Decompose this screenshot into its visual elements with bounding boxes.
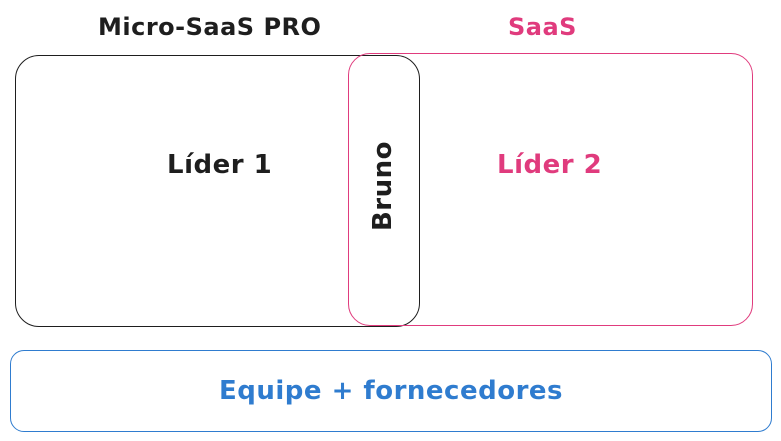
lider-1-label: Líder 1 — [167, 150, 273, 180]
micro-saas-pro-title: Micro-SaaS PRO — [98, 13, 322, 41]
lider-2-label: Líder 2 — [497, 150, 603, 180]
team-suppliers-label: Equipe + fornecedores — [218, 376, 564, 406]
micro-saas-pro-group-box — [15, 55, 420, 327]
bruno-label: Bruno — [368, 140, 398, 232]
saas-group-box — [348, 53, 753, 326]
saas-title: SaaS — [508, 13, 577, 41]
team-suppliers-box — [10, 350, 772, 432]
